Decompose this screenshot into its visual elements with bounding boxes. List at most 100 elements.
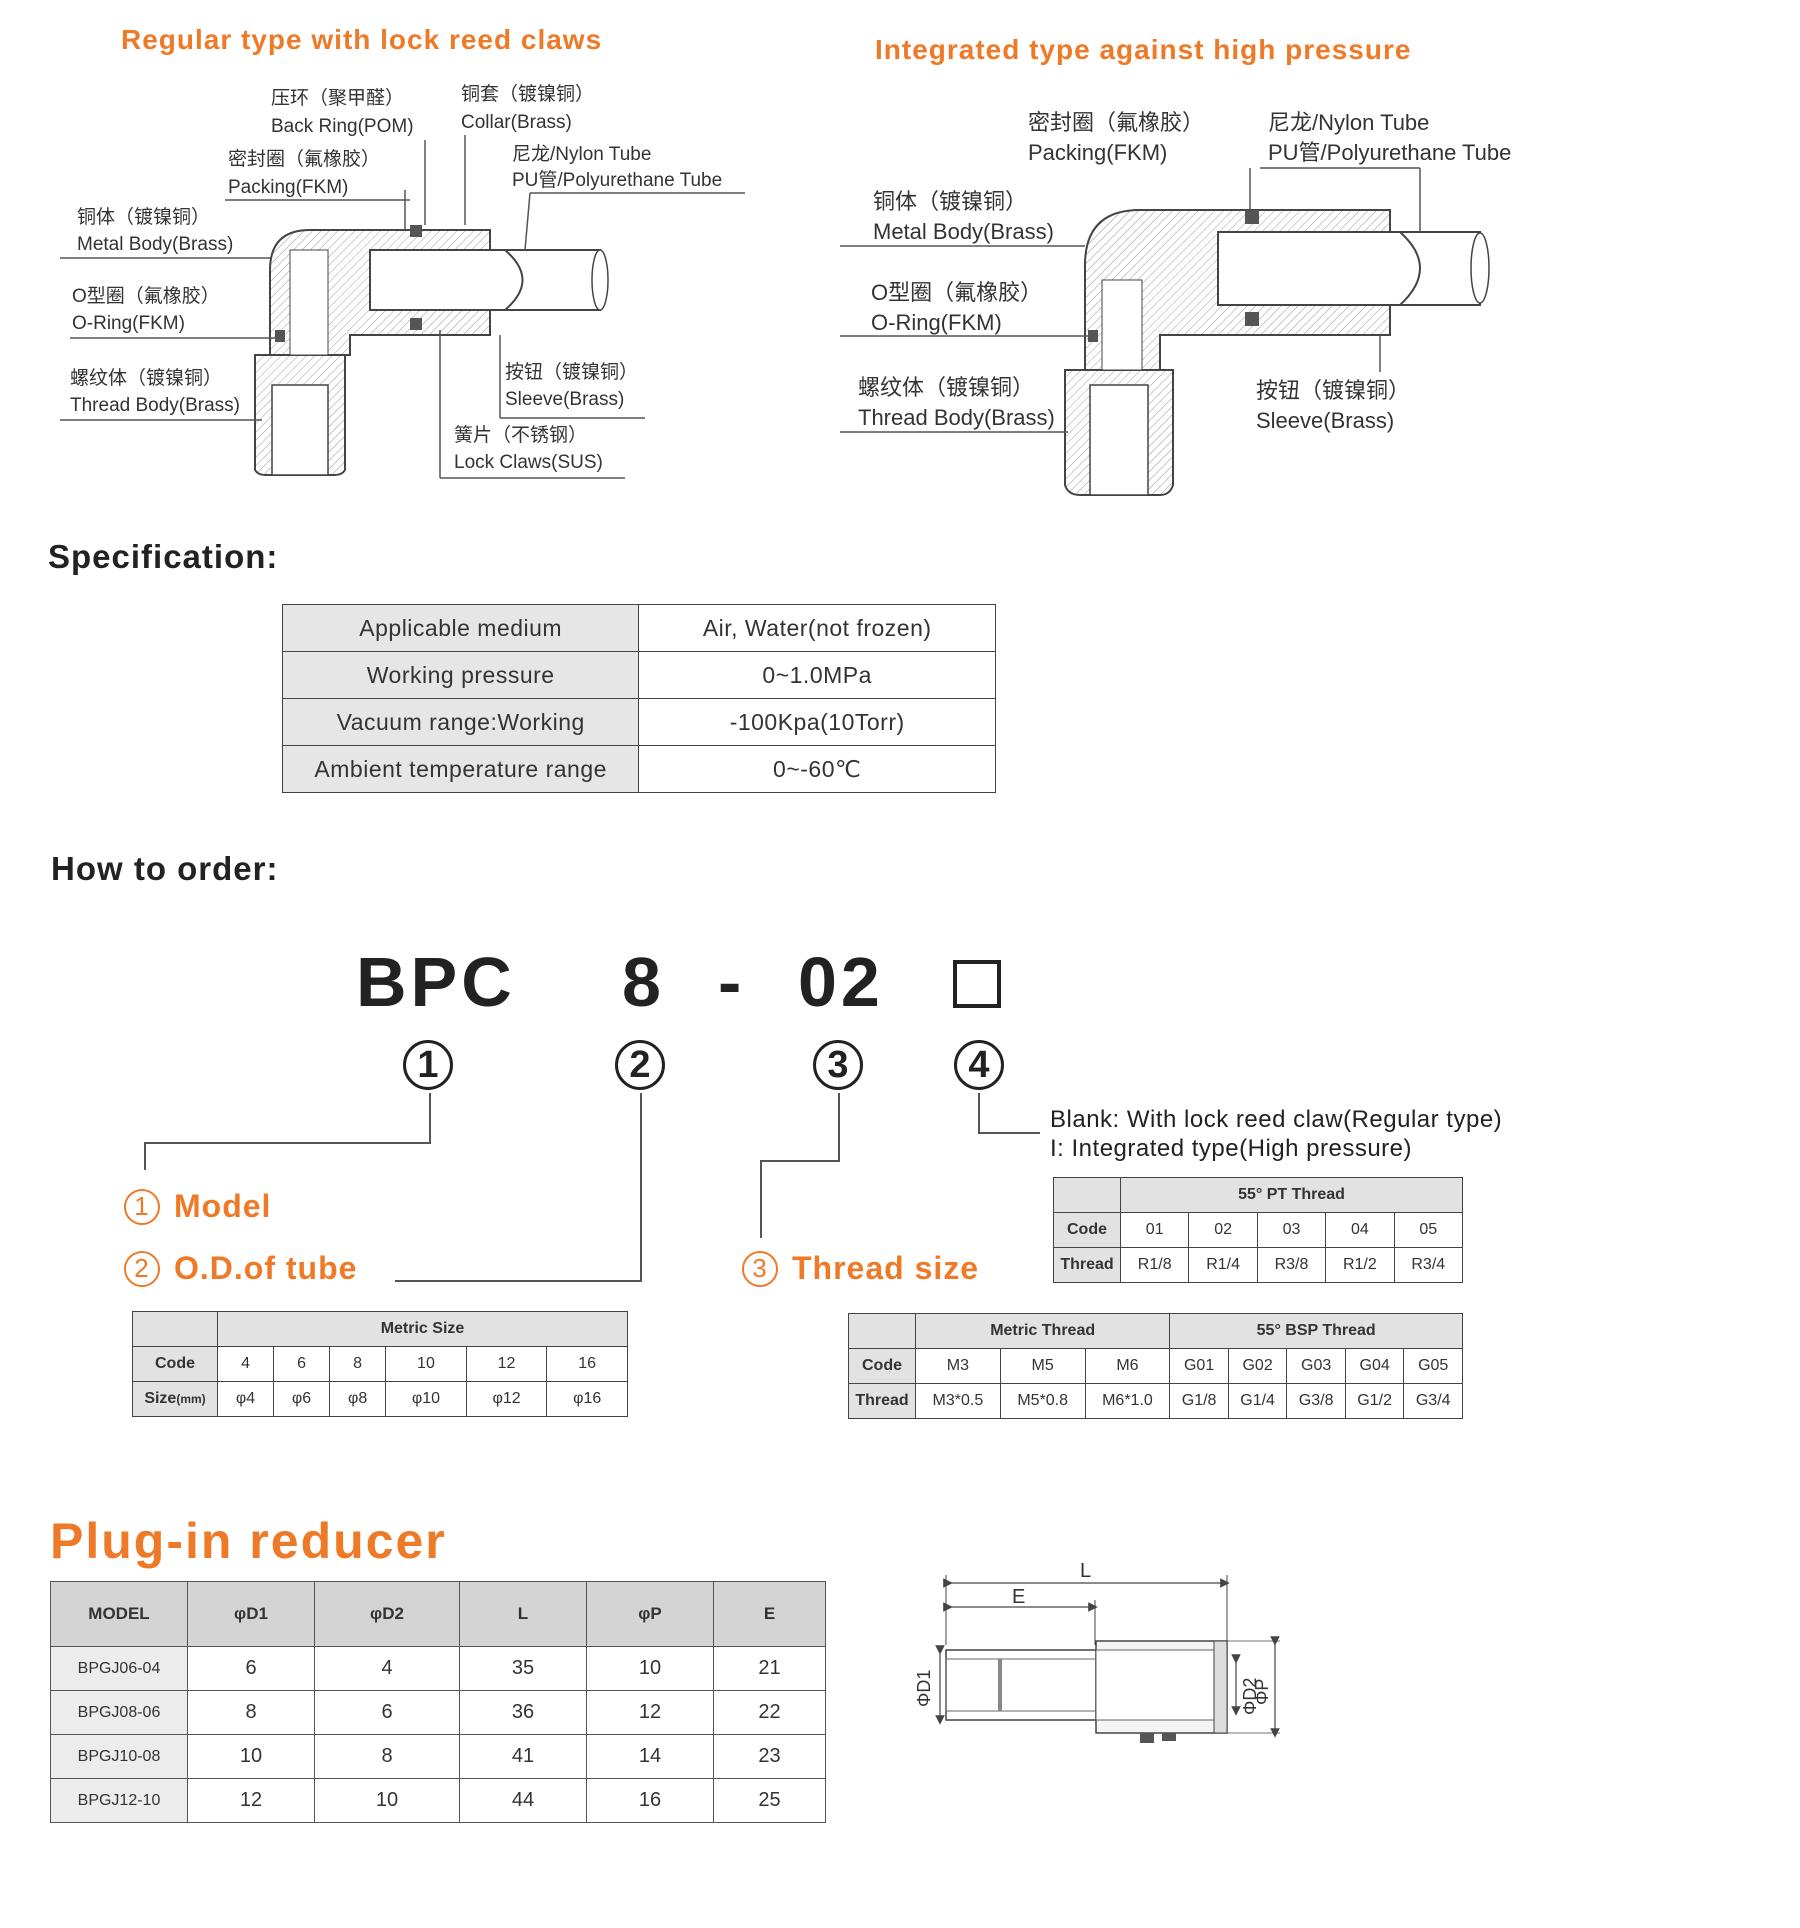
reducer-cell: 10 <box>314 1778 460 1823</box>
int-label-oring-en: O-Ring(FKM) <box>871 310 1002 335</box>
reducer-cell: 10 <box>586 1646 714 1691</box>
mb-code: G02 <box>1227 1348 1288 1384</box>
order-circle-3: 3 <box>813 1040 863 1090</box>
metric-code: 4 <box>216 1346 275 1382</box>
plug-in-reducer-title: Plug-in reducer <box>50 1513 447 1569</box>
regular-type-diagram <box>60 135 745 479</box>
label-thread-body-en: Thread Body(Brass) <box>70 395 241 416</box>
reducer-cell-model: BPGJ12-10 <box>50 1778 188 1823</box>
metric-code: 8 <box>329 1346 387 1382</box>
metric-size-table: Metric Size Code 4 6 8 10 12 16 Size(mm)… <box>132 1311 628 1417</box>
reducer-cell: 35 <box>459 1646 587 1691</box>
reducer-cell: 22 <box>713 1690 826 1735</box>
metric-corner <box>132 1311 218 1347</box>
reducer-drawing: L E ΦD1 ΦD2 ΦP <box>914 1560 1280 1743</box>
mb-thread-label: Thread <box>848 1383 916 1419</box>
metric-bsp-thread-table: Metric Thread 55° BSP Thread Code M3 M5 … <box>848 1313 1463 1419</box>
connector-line <box>978 1132 1040 1134</box>
label-tube-cn: 尼龙/Nylon Tube <box>512 144 652 165</box>
label-packing-en: Packing(FKM) <box>228 177 349 198</box>
label-packing-cn: 密封圈（氟橡胶） <box>228 149 381 170</box>
spec-key: Working pressure <box>281 651 640 699</box>
regular-type-title: Regular type with lock reed claws <box>121 24 603 55</box>
reducer-cell: 41 <box>459 1734 587 1779</box>
pt-thread: R1/8 <box>1119 1247 1190 1283</box>
reducer-cell: 12 <box>586 1690 714 1735</box>
spec-value: -100Kpa(10Torr) <box>638 698 996 746</box>
metric-thread-header: Metric Thread <box>914 1313 1171 1349</box>
dim-P: ΦP <box>1252 1679 1272 1705</box>
int-label-thread-body-cn: 螺纹体（镀镍铜） <box>858 375 1035 400</box>
spec-key: Applicable medium <box>281 604 640 652</box>
type-note-blank: Blank: With lock reed claw(Regular type) <box>1050 1106 1503 1133</box>
spec-row: Vacuum range:Working-100Kpa(10Torr) <box>281 698 996 746</box>
reducer-header-d1: φD1 <box>187 1581 315 1647</box>
connector-line <box>429 1093 431 1143</box>
reducer-cell: 8 <box>187 1690 315 1735</box>
int-label-sleeve-cn: 按钮（镀镍铜） <box>1256 378 1411 403</box>
pt-thread-table: 55° PT Thread Code 01 02 03 04 05 Thread… <box>1053 1177 1464 1283</box>
reducer-cell: 25 <box>713 1778 826 1823</box>
reducer-cell: 23 <box>713 1734 826 1779</box>
metric-code: 12 <box>465 1346 548 1382</box>
reducer-cell-model: BPGJ06-04 <box>50 1646 188 1691</box>
label-sleeve-en: Sleeve(Brass) <box>505 389 625 410</box>
table-row: BPGJ08-06 8 6 36 12 22 <box>50 1690 826 1735</box>
metric-code: 10 <box>385 1346 467 1382</box>
label-back-ring-cn: 压环（聚甲醛） <box>271 88 405 109</box>
spec-key: Ambient temperature range <box>281 745 640 793</box>
order-circle-1: 1 <box>403 1040 453 1090</box>
reducer-cell: 10 <box>187 1734 315 1779</box>
order-item-thread-label: Thread size <box>792 1250 980 1286</box>
reducer-cell: 21 <box>713 1646 826 1691</box>
mb-thread: G1/8 <box>1169 1383 1229 1419</box>
reducer-header-l: L <box>459 1581 587 1647</box>
order-item-model: 1 Model <box>124 1188 271 1225</box>
reducer-cell: 8 <box>314 1734 460 1779</box>
reducer-cell: 4 <box>314 1646 460 1691</box>
order-code-model: BPC <box>356 943 516 1021</box>
label-thread-body-cn: 螺纹体（镀镍铜） <box>70 368 223 389</box>
dim-D1: ΦD1 <box>914 1670 934 1707</box>
reducer-cell: 44 <box>459 1778 587 1823</box>
dim-L: L <box>1080 1560 1091 1582</box>
reducer-cell-model: BPGJ10-08 <box>50 1734 188 1779</box>
order-code-thread: 02 <box>798 943 884 1021</box>
table-row: BPGJ12-10 12 10 44 16 25 <box>50 1778 826 1823</box>
metric-code-label: Code <box>132 1346 218 1382</box>
spec-value: 0~-60℃ <box>638 745 996 793</box>
pt-thread: R3/4 <box>1393 1247 1464 1283</box>
connector-line <box>760 1160 840 1162</box>
label-tube-en: PU管/Polyurethane Tube <box>512 170 723 191</box>
order-code-od: 8 <box>622 943 665 1021</box>
how-to-order-title: How to order: <box>51 850 279 887</box>
label-lock-claws-en: Lock Claws(SUS) <box>454 452 603 473</box>
order-circle-2: 2 <box>615 1040 665 1090</box>
order-code-type-box <box>953 960 1001 1008</box>
metric-size-label-text: Size <box>144 1390 177 1407</box>
mb-thread: G3/8 <box>1286 1383 1346 1419</box>
mb-thread: M6*1.0 <box>1084 1383 1171 1419</box>
int-label-tube-cn: 尼龙/Nylon Tube <box>1268 110 1430 135</box>
spec-key: Vacuum range:Working <box>281 698 640 746</box>
metric-size-header: Metric Size <box>217 1311 628 1347</box>
order-circle-4: 4 <box>954 1040 1004 1090</box>
pt-thread-header: 55° PT Thread <box>1120 1177 1463 1213</box>
pt-thread: R3/8 <box>1256 1247 1327 1283</box>
specification-title: Specification: <box>48 538 279 575</box>
label-metal-body-en: Metal Body(Brass) <box>77 234 234 255</box>
reducer-cell: 36 <box>459 1690 587 1735</box>
pt-code: 02 <box>1188 1212 1258 1248</box>
reducer-cell-model: BPGJ08-06 <box>50 1690 188 1735</box>
int-label-packing-cn: 密封圈（氟橡胶） <box>1028 110 1205 135</box>
int-label-metal-body-cn: 铜体（镀镍铜） <box>873 189 1028 214</box>
reducer-header-p: φP <box>586 1581 714 1647</box>
label-collar-cn: 铜套（镀镍铜） <box>461 84 595 105</box>
mb-thread: G3/4 <box>1403 1383 1463 1419</box>
connector-line <box>640 1093 642 1281</box>
pt-code: 03 <box>1256 1212 1327 1248</box>
mb-corner <box>848 1313 916 1349</box>
